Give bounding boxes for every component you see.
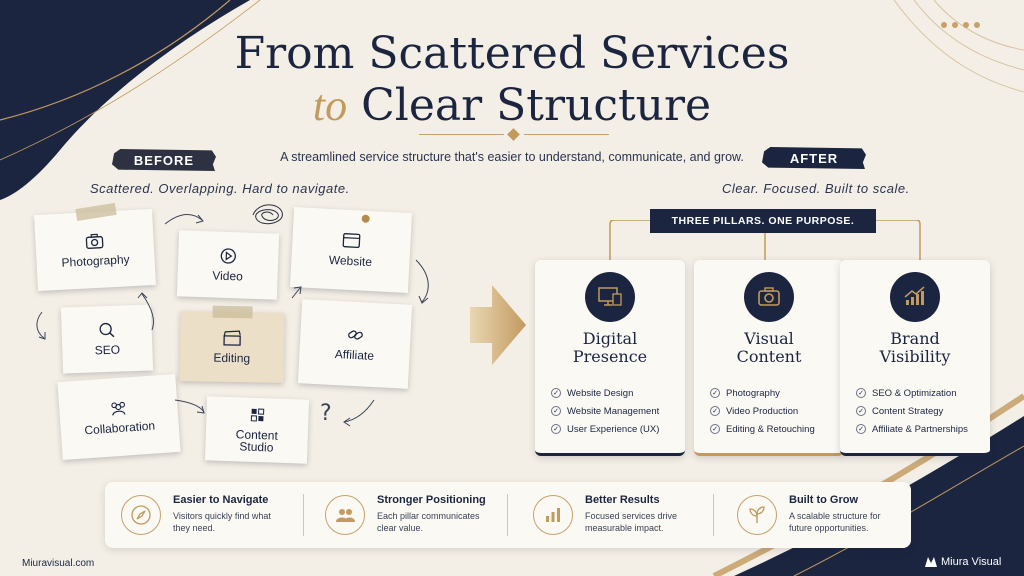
- corner-decoration-top-right: [893, 0, 1024, 93]
- note-content-studio: Content Studio: [204, 396, 310, 464]
- pillar-title: Brand Visibility: [879, 329, 951, 366]
- growth-chart-icon: [904, 286, 925, 305]
- check-icon: ✓: [551, 388, 561, 398]
- camera-icon: [758, 287, 780, 306]
- decorative-dots: [941, 22, 980, 28]
- pillar-icon-circle: [585, 272, 635, 322]
- pillar-list-item: ✓Video Production: [710, 402, 815, 420]
- benefit-title: Easier to Navigate: [173, 494, 269, 506]
- benefit-icon-circle: [533, 495, 573, 535]
- pillar-icon-circle: [744, 272, 794, 322]
- note-video: Video: [176, 230, 280, 300]
- pillar-list-item: ✓Website Design: [551, 384, 659, 402]
- miura-logo-icon: [925, 557, 937, 567]
- benefit-separator: [507, 494, 508, 536]
- scribble-icon: [252, 204, 283, 225]
- benefit-desc: Focused services drive measurable impact…: [585, 511, 678, 533]
- pillar-icon-circle: [890, 272, 940, 322]
- play-icon: [220, 248, 236, 264]
- sprout-icon: [749, 506, 765, 523]
- benefit-icon-circle: [325, 495, 365, 535]
- check-icon: ✓: [551, 406, 561, 416]
- corner-decoration-top-left: [0, 0, 261, 200]
- check-icon: ✓: [551, 424, 561, 434]
- note-affiliate: Affiliate: [297, 299, 413, 389]
- check-icon: ✓: [856, 406, 866, 416]
- title-divider: [419, 128, 609, 141]
- magnifier-icon: [99, 322, 115, 338]
- compass-icon: [131, 505, 151, 525]
- link-icon: [348, 330, 363, 340]
- pillar-title: Digital Presence: [572, 329, 648, 366]
- pillar-list-item: ✓SEO & Optimization: [856, 384, 968, 402]
- footer-brand-name: Miura Visual: [941, 556, 1002, 568]
- check-icon: ✓: [856, 424, 866, 434]
- page-title-line-1: From Scattered Services: [234, 28, 790, 79]
- benefit-separator: [713, 494, 714, 536]
- camera-icon: [85, 233, 104, 249]
- note-website: Website: [289, 206, 413, 294]
- footer-website: Miuravisual.com: [22, 558, 95, 569]
- before-caption: Scattered. Overlapping. Hard to navigate…: [90, 181, 350, 196]
- check-icon: ✓: [710, 424, 720, 434]
- benefit-desc: A scalable structure for future opportun…: [789, 511, 881, 533]
- pillar-list: ✓SEO & Optimization ✓Content Strategy ✓A…: [856, 384, 968, 438]
- benefit-better-results: Better Results Focused services drive me…: [533, 492, 713, 538]
- after-caption: Clear. Focused. Built to scale.: [722, 181, 910, 196]
- benefit-easier-to-navigate: Easier to Navigate Visitors quickly find…: [121, 492, 301, 538]
- pillars-heading: THREE PILLARS. ONE PURPOSE.: [650, 209, 876, 233]
- bar-chart-icon: [546, 508, 560, 522]
- benefit-title: Better Results: [585, 494, 660, 506]
- pillar-list: ✓Photography ✓Video Production ✓Editing …: [710, 384, 815, 438]
- before-label: BEFORE: [112, 149, 216, 171]
- pillar-list-item: ✓Editing & Retouching: [710, 420, 815, 438]
- benefits-bar: Easier to Navigate Visitors quickly find…: [105, 482, 911, 548]
- benefit-desc: Visitors quickly find what they need.: [173, 511, 271, 533]
- benefit-icon-circle: [121, 495, 161, 535]
- title-accent-word: to: [312, 81, 348, 130]
- browser-icon: [342, 233, 361, 248]
- benefit-desc: Each pillar communicates clear value.: [377, 511, 480, 533]
- note-seo: SEO: [60, 304, 154, 374]
- pillar-connector: [609, 220, 921, 264]
- svg-text:?: ?: [320, 401, 332, 426]
- pillar-list-item: ✓User Experience (UX): [551, 420, 659, 438]
- title-line-2-text: Clear Structure: [361, 80, 712, 131]
- benefit-icon-circle: [737, 495, 777, 535]
- users-icon: [336, 509, 355, 522]
- group-icon: [111, 401, 126, 416]
- doodle-arrows: ?: [36, 214, 429, 427]
- note-editing: Editing: [179, 305, 285, 383]
- page-title-line-2: to Clear Structure: [0, 82, 1024, 130]
- after-label: AFTER: [762, 147, 866, 169]
- subtitle: A streamlined service structure that's e…: [280, 150, 744, 164]
- pillar-list: ✓Website Design ✓Website Management ✓Use…: [551, 384, 659, 438]
- footer-brand: Miura Visual: [925, 556, 1001, 568]
- pillar-list-item: ✓Photography: [710, 384, 815, 402]
- pillar-list-item: ✓Affiliate & Partnerships: [856, 420, 968, 438]
- monitor-icon: [598, 287, 622, 306]
- transition-arrow-icon: [470, 285, 526, 365]
- check-icon: ✓: [710, 388, 720, 398]
- grid-icon: [250, 408, 265, 422]
- benefit-title: Built to Grow: [789, 494, 859, 506]
- benefit-title: Stronger Positioning: [377, 494, 486, 506]
- clapperboard-icon: [223, 330, 241, 346]
- benefit-built-to-grow: Built to Grow A scalable structure for f…: [737, 492, 907, 538]
- note-photography: Photography: [34, 202, 156, 292]
- pillar-card-brand-visibility: Brand Visibility ✓SEO & Optimization ✓Co…: [840, 260, 990, 456]
- pillar-title: Visual Content: [736, 329, 802, 366]
- note-collaboration: Collaboration: [57, 373, 181, 461]
- pillar-list-item: ✓Content Strategy: [856, 402, 968, 420]
- pillar-list-item: ✓Website Management: [551, 402, 659, 420]
- pillar-card-digital-presence: Digital Presence ✓Website Design ✓Websit…: [535, 260, 685, 456]
- benefit-stronger-positioning: Stronger Positioning Each pillar communi…: [325, 492, 505, 538]
- check-icon: ✓: [710, 406, 720, 416]
- check-icon: ✓: [856, 388, 866, 398]
- benefit-separator: [303, 494, 304, 536]
- pillar-card-visual-content: Visual Content ✓Photography ✓Video Produ…: [694, 260, 844, 456]
